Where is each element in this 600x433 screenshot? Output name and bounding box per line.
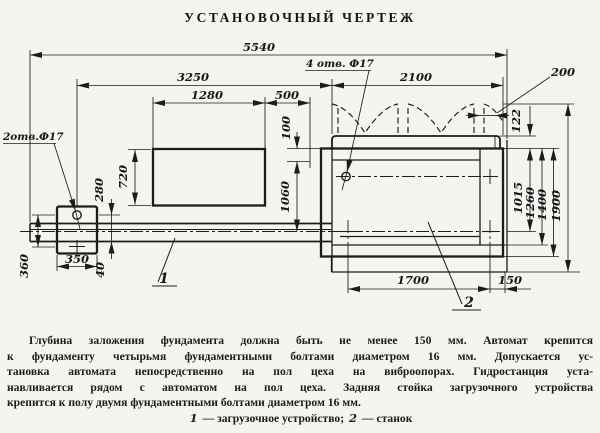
loader-outline	[20, 205, 500, 255]
dim-280: 280	[92, 178, 106, 203]
notes-line: Глубина заложения фундамента должна быть…	[29, 334, 593, 347]
notes-line: навливается рядом с автоматом на пол цех…	[7, 380, 593, 394]
dim-720: 720	[116, 165, 130, 189]
part-callouts: 1 2	[152, 221, 481, 311]
dim-350: 350	[65, 252, 89, 266]
dim-3250: 3250	[177, 70, 209, 84]
dim-40: 40	[93, 262, 107, 278]
dim-1700: 1700	[397, 273, 429, 287]
hydro-unit-outline	[151, 147, 267, 207]
dim-1060: 1060	[278, 181, 292, 213]
machine-bolt-hole	[341, 171, 351, 182]
installation-drawing: 5540 3250 2100 1280 500 200 1700 150 350…	[2, 40, 580, 311]
notes-line: к фундаменту четырьмя фундаментными болт…	[7, 349, 593, 363]
dim-1280: 1280	[191, 88, 223, 102]
notes-line: крепится к полу двумя фундаментными болт…	[7, 396, 361, 410]
notes-paragraph: Глубина заложения фундамента должна быть…	[7, 333, 593, 411]
dim-150: 150	[498, 273, 522, 287]
dim-1015: 1015	[511, 182, 525, 214]
dimension-texts: 5540 3250 2100 1280 500 200 1700 150 350…	[17, 40, 575, 287]
dim-5540: 5540	[243, 40, 275, 54]
dim-200: 200	[550, 65, 575, 79]
legend-num-1: 1	[189, 411, 198, 425]
dim-1400: 1400	[535, 189, 549, 221]
dimension-lines	[30, 52, 571, 292]
dim-1260: 1260	[523, 187, 537, 219]
label-holes-left: 2отв.Ф17	[2, 131, 64, 143]
dim-122: 122	[509, 109, 523, 133]
notes-line: тановка автомата непосредственно на пол …	[7, 365, 593, 379]
label-holes-machine: 4 отв. Ф17	[306, 58, 375, 70]
label-part-2: 2	[463, 295, 474, 311]
hole-callouts: 2отв.Ф17 4 отв. Ф17	[2, 58, 375, 230]
stand-bolt-hole	[72, 210, 82, 220]
machine-outline	[319, 103, 508, 273]
page-title: УСТАНОВОЧНЫЙ ЧЕРТЕЖ	[184, 10, 416, 25]
dim-100: 100	[279, 116, 293, 140]
legend-text-1: — загрузочное устройство;	[202, 412, 345, 425]
legend-text-2: — станок	[361, 412, 413, 425]
dim-500: 500	[275, 88, 299, 102]
dim-1900: 1900	[549, 190, 563, 222]
figure-legend: 1 — загрузочное устройство; 2 — станок	[0, 411, 600, 425]
legend-num-2: 2	[348, 411, 358, 425]
dim-2100: 2100	[399, 70, 432, 84]
label-part-1: 1	[159, 271, 169, 287]
dim-360: 360	[17, 254, 31, 278]
